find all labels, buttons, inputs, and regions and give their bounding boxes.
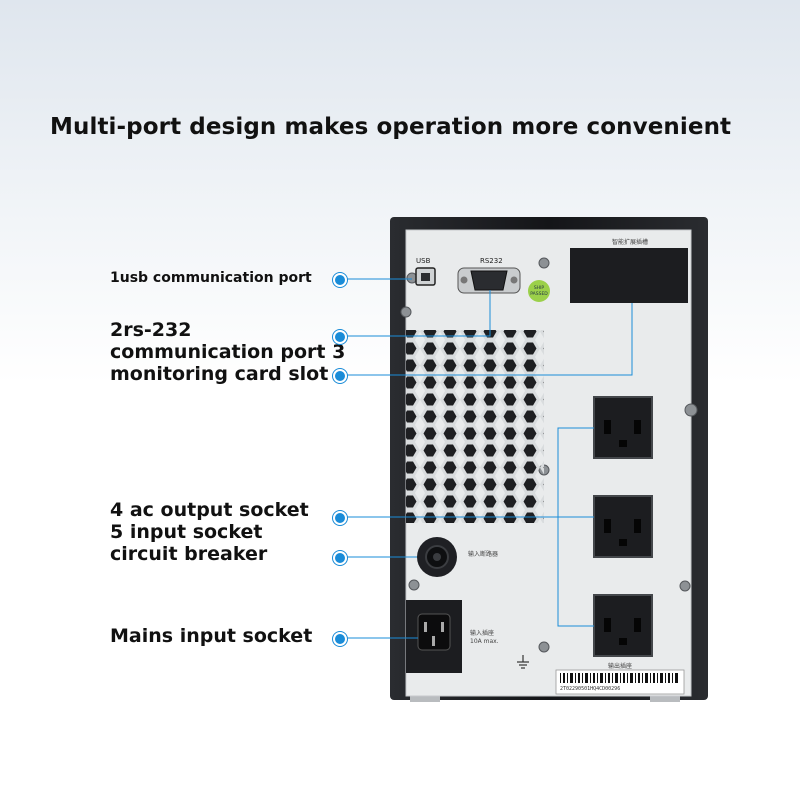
ups-foot-right bbox=[650, 694, 680, 702]
serial-number: 2T02290501HQ4CD00296 bbox=[560, 686, 620, 692]
input-socket-label-1: 输入插座 bbox=[470, 629, 494, 637]
callout-ac-line-3: circuit breaker bbox=[110, 542, 268, 565]
ups-foot-left bbox=[410, 694, 440, 702]
callout-dot-ac-output bbox=[333, 511, 347, 525]
card-slot-label: 智能扩展插槽 bbox=[612, 238, 648, 246]
callout-dot-rs232 bbox=[333, 330, 347, 344]
svg-text:PASSED: PASSED bbox=[530, 291, 548, 297]
leader-card-slot bbox=[340, 303, 633, 376]
callout-rs232-line-1: 2rs-232 bbox=[110, 319, 192, 341]
svg-text:SHIP: SHIP bbox=[534, 285, 545, 291]
callout-dot-breaker bbox=[333, 551, 347, 565]
output-socket-label: 输出插座 bbox=[608, 662, 632, 670]
screw-icon bbox=[684, 403, 698, 417]
breaker-label: 输入断路器 bbox=[468, 550, 498, 558]
leader-rs232 bbox=[340, 290, 491, 337]
callout-rs232-line-2: communication port 3 bbox=[110, 340, 346, 363]
callout-usb-port: 1usb communication port bbox=[110, 270, 312, 286]
monitoring-card-slot bbox=[570, 248, 688, 303]
callout-rs232-port: 2rs-232 communication port 3 monitoring … bbox=[110, 319, 346, 386]
ac-output-socket bbox=[593, 594, 653, 657]
callout-dot-mains bbox=[333, 632, 347, 646]
leader-ac-output bbox=[340, 427, 594, 518]
screw-icon bbox=[400, 306, 412, 318]
screw-icon bbox=[538, 641, 550, 653]
ground-icon bbox=[517, 655, 529, 669]
callout-rs232-line-3: monitoring card slot bbox=[110, 362, 329, 385]
screw-icon bbox=[408, 579, 420, 591]
ac-output-socket bbox=[593, 396, 653, 459]
callout-ac-sockets: 4 ac output socket 5 input socket circui… bbox=[110, 499, 309, 566]
callout-dot-card-slot bbox=[333, 369, 347, 383]
callout-mains-line-1: Mains input socket bbox=[110, 625, 313, 647]
leader-ac-output-3 bbox=[557, 517, 594, 627]
usb-port-label: USB bbox=[416, 257, 431, 265]
input-socket-label-2: 10A max. bbox=[470, 638, 499, 645]
ventilation-grille bbox=[406, 330, 544, 523]
callout-ac-line-2: 5 input socket bbox=[110, 520, 263, 543]
ac-output-sockets bbox=[593, 396, 653, 657]
rs232-port-label: RS232 bbox=[480, 257, 503, 265]
callout-leader-lines bbox=[340, 278, 633, 639]
page-title: Multi-port design makes operation more c… bbox=[50, 114, 732, 140]
rs232-port bbox=[470, 270, 508, 291]
screw-icon bbox=[538, 257, 550, 269]
inspection-sticker bbox=[528, 280, 550, 302]
callout-ac-line-1: 4 ac output socket bbox=[110, 499, 309, 521]
callout-usb-line-1: 1usb communication port bbox=[110, 270, 312, 286]
callout-mains-input: Mains input socket bbox=[110, 625, 313, 648]
barcode bbox=[560, 673, 678, 683]
ac-output-socket bbox=[593, 495, 653, 558]
screw-icon bbox=[679, 580, 691, 592]
callout-dot-usb bbox=[333, 273, 347, 287]
